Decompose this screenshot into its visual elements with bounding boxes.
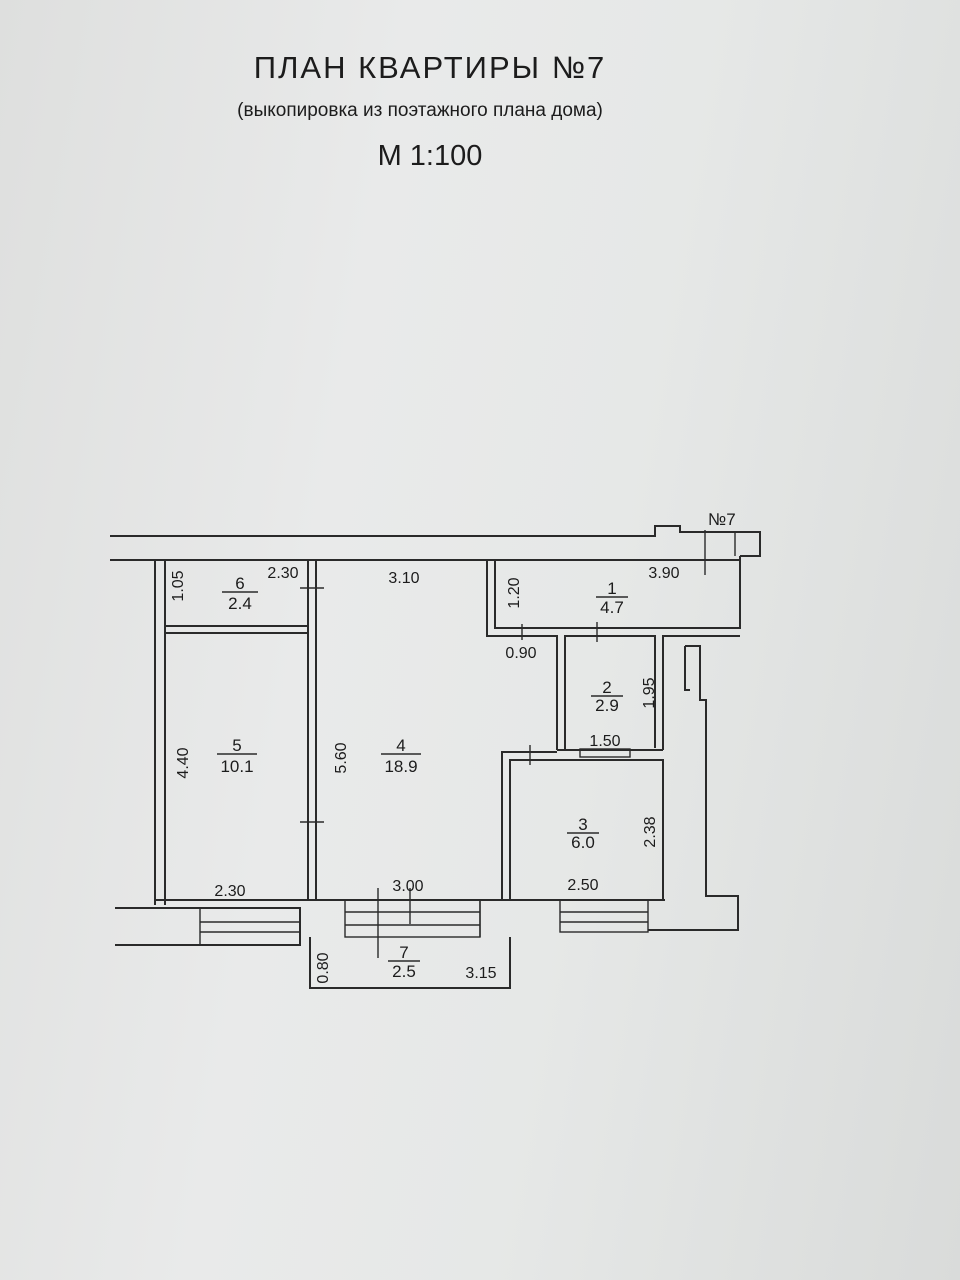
plan-subtitle: (выкопировка из поэтажного плана дома) bbox=[237, 100, 603, 121]
room-area: 10.1 bbox=[220, 757, 253, 776]
room2-room3-walls bbox=[501, 745, 664, 900]
room-area: 18.9 bbox=[384, 757, 417, 776]
dim-corridor-width: 0.90 bbox=[505, 645, 536, 662]
room-area: 6.0 bbox=[571, 833, 595, 852]
room-number: 3 bbox=[578, 815, 587, 834]
dim-room5-bottom-width: 2.30 bbox=[214, 883, 245, 900]
dim-room5-height: 4.40 bbox=[175, 747, 192, 778]
dim-room6-height: 1.05 bbox=[170, 570, 187, 601]
room-number: 6 bbox=[235, 574, 244, 593]
room-label-1: 1 4.7 bbox=[596, 579, 628, 617]
room-area: 2.9 bbox=[595, 696, 619, 715]
dim-room4-height: 5.60 bbox=[333, 742, 350, 773]
dim-room2-height: 1.95 bbox=[641, 677, 658, 708]
partition-room5-room4 bbox=[300, 560, 324, 900]
room-area: 4.7 bbox=[600, 598, 624, 617]
left-wall bbox=[154, 560, 166, 905]
room-area: 2.5 bbox=[392, 962, 416, 981]
room-label-6: 6 2.4 bbox=[222, 574, 258, 613]
dim-room1-height: 1.20 bbox=[506, 577, 523, 608]
room6-wall bbox=[165, 625, 308, 634]
dim-room1-width: 3.90 bbox=[648, 565, 679, 582]
dim-room7-depth: 0.80 bbox=[315, 952, 332, 983]
room-number: 1 bbox=[607, 579, 616, 598]
dim-room2-width: 1.50 bbox=[589, 733, 620, 750]
apartment-tag: №7 bbox=[708, 510, 736, 529]
room-label-4: 4 18.9 bbox=[381, 736, 421, 776]
room-number: 7 bbox=[399, 943, 408, 962]
bottom-wall bbox=[115, 888, 665, 958]
room-label-7: 7 2.5 bbox=[388, 943, 420, 981]
plan-title: ПЛАН КВАРТИРЫ №7 bbox=[253, 50, 607, 85]
room-area: 2.4 bbox=[228, 594, 252, 613]
dim-room6-width: 2.30 bbox=[267, 565, 298, 582]
dim-room7-width: 3.15 bbox=[465, 965, 496, 982]
room-number: 5 bbox=[232, 736, 241, 755]
balcony-outline bbox=[309, 937, 511, 989]
room-number: 4 bbox=[396, 736, 405, 755]
room1-walls bbox=[486, 556, 741, 750]
dim-room3-height: 2.38 bbox=[642, 816, 659, 847]
room-label-2: 2 2.9 bbox=[591, 678, 623, 715]
dim-room4-top-width: 3.10 bbox=[388, 570, 419, 587]
room-label-3: 3 6.0 bbox=[567, 815, 599, 852]
right-wall bbox=[648, 645, 739, 931]
dim-room4-bottom-width: 3.00 bbox=[392, 878, 423, 895]
plan-scale: М 1:100 bbox=[377, 140, 483, 172]
room-label-5: 5 10.1 bbox=[217, 736, 257, 776]
dim-room3-width: 2.50 bbox=[567, 877, 598, 894]
top-wall bbox=[110, 525, 761, 575]
room-number: 2 bbox=[602, 678, 611, 697]
